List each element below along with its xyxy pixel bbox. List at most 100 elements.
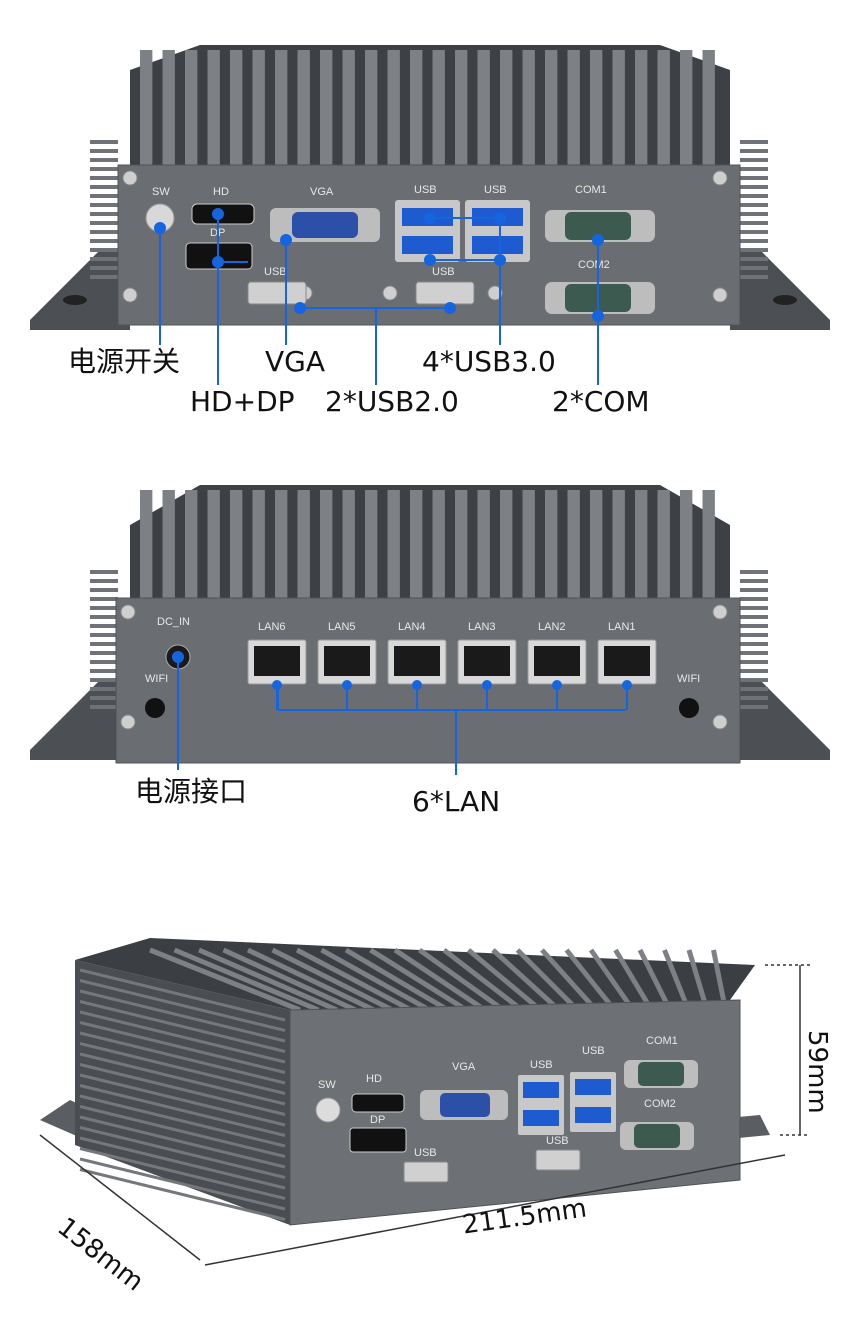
side-fin (740, 633, 768, 637)
iso-usb2-port-2 (535, 1149, 581, 1171)
fin (140, 50, 153, 165)
side-fin (740, 669, 768, 673)
top-fin (393, 947, 487, 1013)
iso-hd-label: HD (366, 1073, 382, 1085)
side-fin (740, 687, 768, 691)
top-fin (662, 949, 691, 1011)
lan-port (604, 646, 650, 676)
callout-lan: 6*LAN (412, 785, 501, 818)
fin (657, 50, 670, 165)
iso-view: SW HD DP VGA USB USB USB USB COM1 COM2 (0, 930, 860, 1328)
left-flange (30, 250, 130, 330)
fin (230, 490, 243, 598)
side-fin (740, 212, 768, 216)
top-fin (173, 947, 320, 1013)
fin (387, 490, 400, 598)
iso-usb-label: USB (582, 1045, 605, 1057)
side-fin (90, 669, 118, 673)
side-fins (79, 968, 286, 1221)
iso-com1-port (638, 1062, 684, 1086)
top-fin (515, 948, 580, 1012)
side-fin (740, 660, 768, 664)
side-fin (90, 158, 118, 162)
iso-view-drawing: SW HD DP VGA USB USB USB USB COM1 COM2 (39, 938, 810, 1266)
fin (590, 50, 603, 165)
side-fin (740, 579, 768, 583)
heatsink-fins (140, 490, 715, 598)
right-flange (730, 250, 830, 330)
side-fin (90, 597, 118, 601)
side-fin (740, 257, 768, 261)
fin (455, 490, 468, 598)
side-fin (79, 1073, 286, 1127)
dc-in-label: DC_IN (157, 616, 190, 628)
iso-power-switch (315, 1097, 341, 1123)
side-fin (740, 588, 768, 592)
side-fin (740, 221, 768, 225)
side-fin (90, 230, 118, 234)
side-fin (79, 1031, 286, 1085)
sw-label: SW (152, 186, 170, 198)
flange-hole (63, 295, 87, 305)
iso-usb2-port-1 (403, 1161, 449, 1183)
side-fin (90, 705, 118, 709)
side-fin (79, 1136, 286, 1190)
wifi-antenna-hole-left (145, 698, 165, 718)
top-fin (466, 948, 543, 1012)
usb2-port-1 (247, 281, 307, 305)
fin (477, 490, 490, 598)
fin (365, 50, 378, 165)
fin (612, 490, 625, 598)
fin (590, 490, 603, 598)
fin (657, 490, 670, 598)
fin (252, 50, 265, 165)
side-fin (79, 1126, 286, 1179)
side-fin (79, 1010, 286, 1064)
side-fin (740, 696, 768, 700)
callout-vga: VGA (265, 345, 326, 378)
fin (185, 490, 198, 598)
fin (500, 50, 513, 165)
callout-lines (154, 208, 604, 385)
side-fin (90, 687, 118, 691)
fin (275, 50, 288, 165)
fin (320, 50, 333, 165)
side-fin (740, 266, 768, 270)
fin (635, 490, 648, 598)
side-heatsink (75, 960, 290, 1225)
side-fin (90, 588, 118, 592)
com1-label: COM1 (575, 184, 607, 196)
fin (455, 50, 468, 165)
wifi-label-right: WIFI (677, 673, 700, 685)
screw (382, 285, 398, 301)
screws (120, 604, 728, 730)
fin (320, 490, 333, 598)
callout-hd-dp: HD+DP (190, 385, 295, 418)
fin (432, 490, 445, 598)
side-fin (79, 1084, 286, 1137)
side-fin (740, 615, 768, 619)
callout-usb3: 4*USB3.0 (422, 345, 556, 378)
side-fin (90, 651, 118, 655)
wifi-antenna-hole-right (679, 698, 699, 718)
iso-com1-label: COM1 (646, 1035, 678, 1047)
side-fin (90, 624, 118, 628)
iso-dp-label: DP (370, 1114, 385, 1126)
side-fin (79, 1147, 286, 1200)
iso-front-panel (289, 999, 741, 1226)
side-fin (740, 203, 768, 207)
lan-port (254, 646, 300, 676)
iso-vga-label: VGA (452, 1061, 476, 1073)
vga-label: VGA (310, 186, 334, 198)
top-fin (686, 949, 710, 1011)
side-fin (90, 570, 118, 574)
side-fin (740, 239, 768, 243)
lan-port (464, 646, 510, 676)
top-fin (588, 948, 636, 1012)
fin (410, 490, 423, 598)
callout-usb2: 2*USB2.0 (325, 385, 459, 418)
screw (712, 714, 728, 730)
side-fin (740, 158, 768, 162)
screw (712, 604, 728, 620)
lan-label: LAN1 (608, 621, 636, 633)
